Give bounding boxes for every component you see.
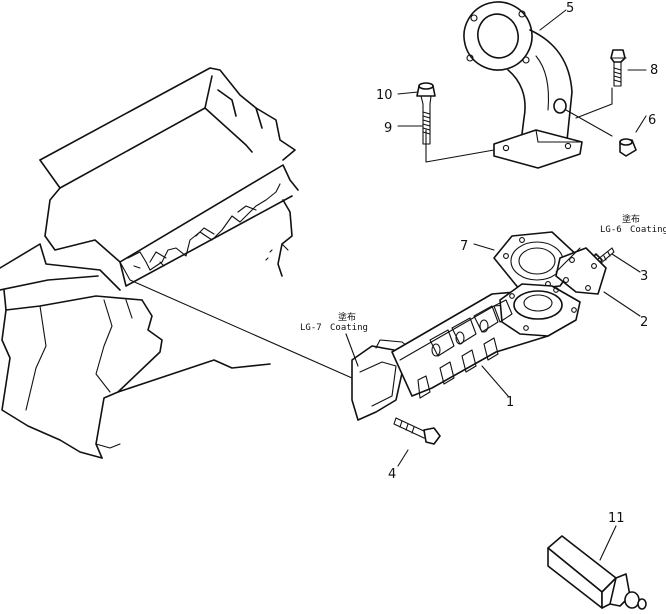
callout-1: 1 [506,395,514,410]
callout-2: 2 [640,315,648,330]
leader-line-bolt-8 [575,87,613,119]
callout-10: 10 [376,88,393,103]
exhaust-elbow-part-5 [463,1,583,169]
note-lg7-jp: 塗布 [338,311,356,323]
note-lg6-jp: 塗布 [622,213,640,225]
exhaust-manifold-part-1 [351,283,581,421]
leader-line-elbow [425,129,495,163]
accessory-part-11 [547,535,647,610]
note-lg7-code: LG-7 [300,323,322,333]
bolt-part-4 [393,417,441,445]
note-lg6-text: Coating [630,225,666,235]
engine-block [0,67,299,459]
callout-4: 4 [388,467,396,482]
callout-6: 6 [648,113,656,128]
leader-line-block [119,261,353,379]
callout-9: 9 [384,121,392,136]
callout-8: 8 [650,63,658,78]
note-lg6-code: LG-6 [600,225,622,235]
bolt-part-8 [610,49,627,87]
note-lg7-text: Coating [330,323,368,333]
callout-5: 5 [566,1,574,16]
callout-11: 11 [608,511,625,526]
callout-3: 3 [640,269,648,284]
callout-7: 7 [460,239,468,254]
stud-part-9 [422,103,431,145]
leader-line-plug-6 [565,109,613,137]
callout-leaders [265,9,647,561]
nut-part-10 [416,82,436,105]
plug-part-6 [619,138,637,157]
